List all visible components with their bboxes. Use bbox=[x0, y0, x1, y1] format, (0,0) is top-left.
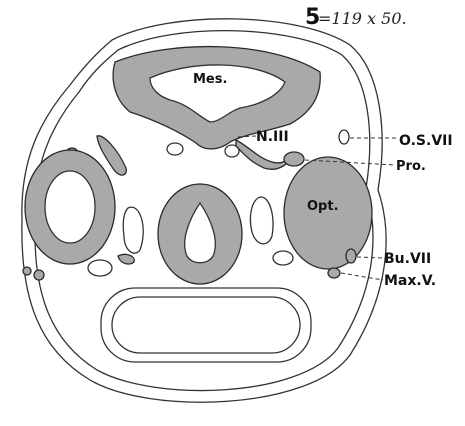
label-bu7: Bu.VII bbox=[384, 251, 431, 267]
figure-magnification: =119 x 50. bbox=[318, 9, 407, 28]
label-pro: Pro. bbox=[396, 159, 426, 174]
white-oval-lower-left bbox=[88, 260, 112, 276]
white-dot-right bbox=[339, 130, 349, 144]
optic-vesicle-left-lumen bbox=[45, 171, 95, 243]
leader-max5 bbox=[341, 273, 383, 280]
label-n3: N.III bbox=[256, 129, 289, 145]
max-v-ganglion bbox=[328, 268, 340, 278]
label-max5: Max.V. bbox=[384, 273, 436, 289]
shaded-dot-lower-left-b bbox=[34, 270, 44, 280]
bu-vii-ganglion bbox=[346, 249, 356, 263]
leader-bu7 bbox=[357, 257, 383, 258]
pro-structure bbox=[284, 152, 304, 166]
vessel-right-flank bbox=[250, 197, 273, 244]
label-os7: O.S.VII bbox=[399, 133, 453, 149]
white-oval-lower-right bbox=[273, 251, 293, 265]
shaded-sliver-left bbox=[118, 254, 134, 264]
vessel-left-flank bbox=[123, 207, 143, 253]
pharynx-outer bbox=[101, 288, 311, 362]
small-vessel-left bbox=[167, 143, 183, 155]
pharynx-inner bbox=[112, 297, 300, 353]
label-mes: Mes. bbox=[193, 72, 227, 87]
shaded-dot-lower-left-a bbox=[23, 267, 31, 275]
label-opt: Opt. bbox=[307, 199, 339, 214]
